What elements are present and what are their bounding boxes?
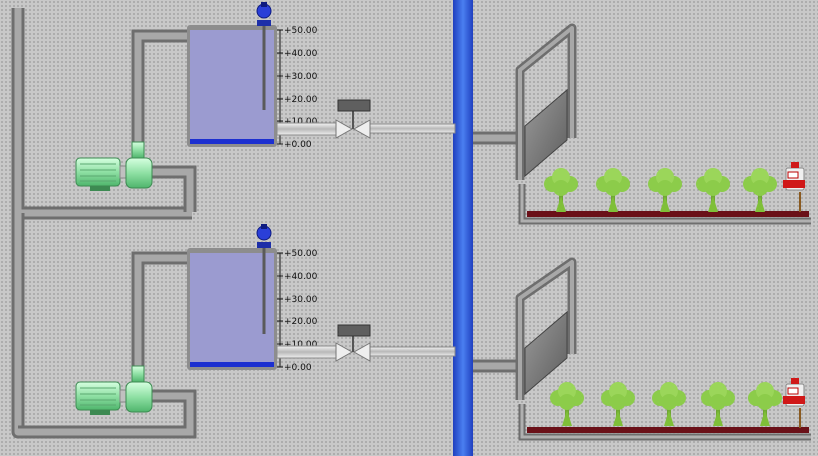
level-transmitter-icon[interactable]: [256, 2, 272, 110]
pump-motor-icon[interactable]: [75, 365, 153, 415]
scale-label-40: +40.00: [284, 49, 318, 59]
moisture-sensor-icon[interactable]: [783, 378, 805, 428]
scale-label-10: +10.00: [284, 340, 318, 350]
scale-label-30: +30.00: [284, 72, 318, 82]
moisture-sensor-icon[interactable]: [783, 162, 805, 212]
plant-icon: [544, 168, 578, 212]
tank-outlet-pipe: [276, 345, 456, 359]
plant-icon: [701, 382, 735, 426]
scale-label-50: +50.00: [284, 26, 318, 36]
plant-icon: [601, 382, 635, 426]
supply-loop-pipe: [11, 8, 192, 439]
tank-unit-2: +50.00 +40.00 +30.00 +20.00 +10.00 +0.00: [18, 224, 456, 439]
outlet-valve-icon[interactable]: [335, 324, 371, 362]
pump-return-pipe: [150, 165, 197, 212]
field-bed: [518, 404, 811, 441]
storage-tank: [187, 248, 277, 370]
tank-level-bar: [190, 362, 274, 367]
sluice-gate-icon[interactable]: [515, 257, 577, 400]
level-transmitter-icon[interactable]: [256, 224, 272, 334]
scale-label-50: +50.00: [284, 249, 318, 259]
scale-label-40: +40.00: [284, 272, 318, 282]
plant-icon: [596, 168, 630, 212]
scale-label-20: +20.00: [284, 95, 318, 105]
tank-unit-1: +50.00 +40.00 +30.00 +20.00 +10.00 +0.00: [75, 2, 456, 212]
tank-level-bar: [190, 139, 274, 144]
storage-tank: [187, 25, 277, 147]
field-bed: [518, 184, 811, 225]
tank-inlet-pipe: [131, 29, 190, 150]
tank-scale: +50.00 +40.00 +30.00 +20.00 +10.00 +0.00: [277, 26, 318, 150]
crop-plants: [544, 168, 777, 212]
plant-icon: [652, 382, 686, 426]
scale-label-0: +0.00: [284, 363, 312, 373]
field-1: [473, 23, 811, 225]
plant-icon: [743, 168, 777, 212]
plant-icon: [648, 168, 682, 212]
crop-plants: [550, 382, 782, 426]
scale-label-20: +20.00: [284, 317, 318, 327]
water-channel: [453, 0, 473, 456]
pump-return-pipe: [18, 389, 197, 439]
sluice-gate-icon[interactable]: [515, 23, 577, 180]
plant-icon: [696, 168, 730, 212]
plant-icon: [550, 382, 584, 426]
pump-motor-icon[interactable]: [75, 141, 153, 191]
scale-label-10: +10.00: [284, 117, 318, 127]
outlet-valve-icon[interactable]: [335, 99, 371, 139]
field-2: [473, 257, 811, 441]
scale-label-30: +30.00: [284, 295, 318, 305]
scale-label-0: +0.00: [284, 140, 312, 150]
tank-inlet-pipe: [131, 251, 190, 374]
plant-icon: [748, 382, 782, 426]
